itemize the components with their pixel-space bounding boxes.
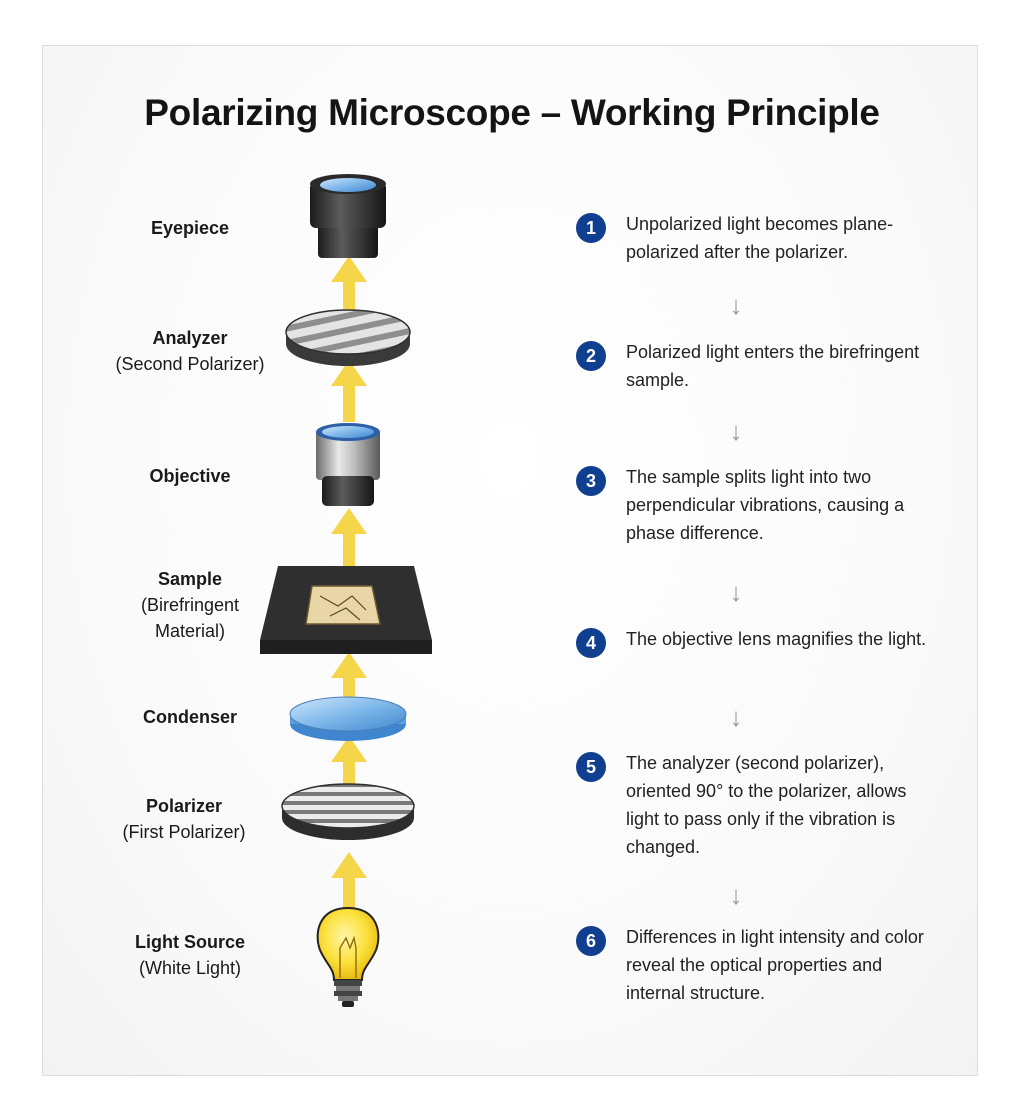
component-label-polarizer: Polarizer (First Polarizer) (122, 796, 246, 842)
light-bulb-icon (316, 906, 380, 1007)
down-arrow-icon: ↓ (729, 880, 743, 910)
step-text: Unpolarized light becomes plane-polarize… (626, 214, 894, 262)
component-label-condenser: Condenser (142, 707, 238, 727)
step-number-badge: 4 (576, 628, 606, 658)
condenser-icon (289, 696, 407, 741)
down-arrow-icon: ↓ (729, 416, 743, 446)
step-text: The analyzer (second polarizer), oriente… (626, 753, 907, 857)
component-label-objective: Objective (149, 466, 231, 486)
component-label-analyzer: Analyzer (Second Polarizer) (115, 328, 265, 374)
step-number-badge: 2 (576, 341, 606, 371)
step-number-badge: 3 (576, 466, 606, 496)
down-arrow-icon: ↓ (729, 702, 743, 732)
objective-icon (316, 423, 380, 506)
analyzer-icon (285, 309, 411, 366)
step-text: Differences in light intensity and color… (626, 927, 924, 1003)
step-text: The objective lens magnifies the light. (626, 629, 927, 649)
step-text: Polarized light enters the birefringent … (626, 342, 920, 390)
down-arrow-icon: ↓ (729, 290, 743, 320)
component-label-sample: Sample (Birefringent Material) (140, 569, 240, 641)
component-label-light-source: Light Source (White Light) (134, 932, 245, 978)
diagram-frame (42, 45, 978, 1076)
step-text: The sample splits light into two perpend… (626, 467, 905, 543)
page-title: Polarizing Microscope – Working Principl… (144, 92, 880, 133)
polarizer-icon (281, 783, 415, 840)
step-number-badge: 6 (576, 926, 606, 956)
sample-stage-icon (260, 566, 432, 654)
step-number-badge: 1 (576, 213, 606, 243)
eyepiece-icon (310, 174, 386, 258)
down-arrow-icon: ↓ (729, 577, 743, 607)
component-label-eyepiece: Eyepiece (150, 218, 230, 238)
step-number-badge: 5 (576, 752, 606, 782)
